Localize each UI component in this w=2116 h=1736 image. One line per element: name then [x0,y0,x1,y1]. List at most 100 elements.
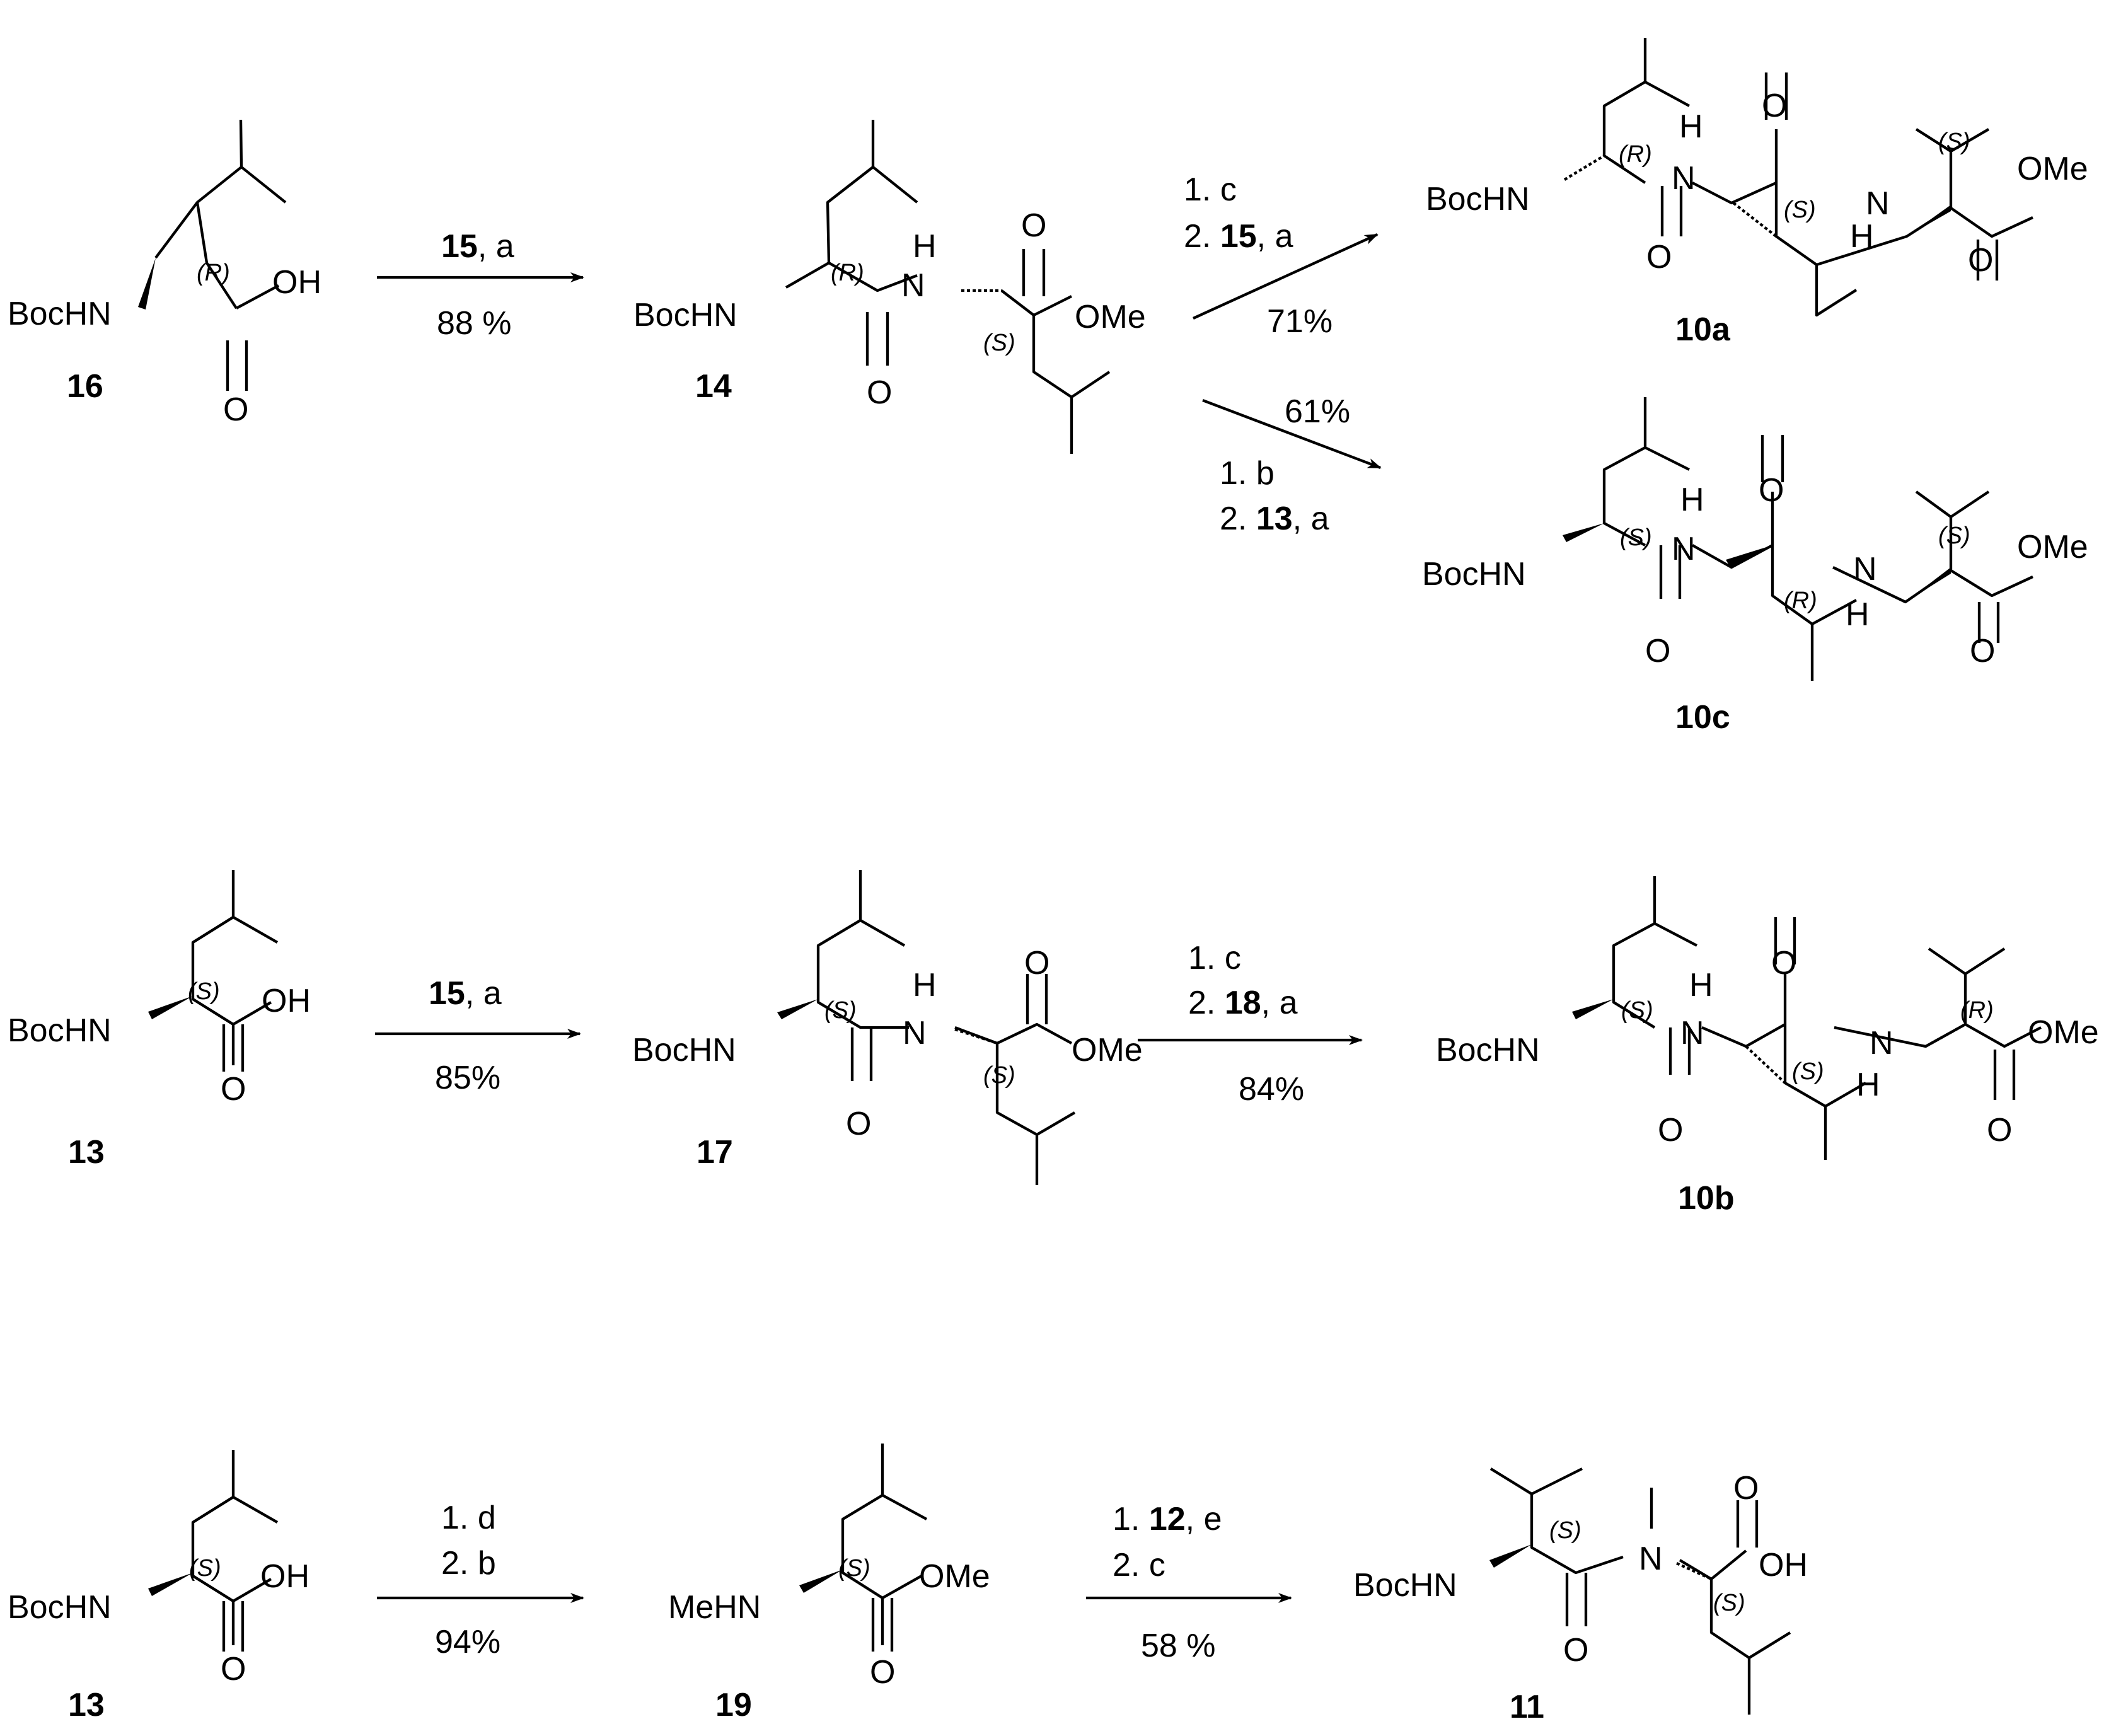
amide-n-label: N [901,267,925,304]
stereo-s1-label: (S) [1621,997,1653,1024]
yield-label: 88 % [437,305,512,342]
ester-o-label: O [1970,633,1995,669]
stereo-s1-label: (S) [1620,524,1652,551]
boc-hn-label: BocHN [633,297,737,333]
boc-hn-label: BocHN [1426,181,1530,217]
compound-11-label: 11 [1510,1689,1544,1725]
boc-hn-label: BocHN [1353,1567,1457,1604]
compound-10b-label: 10b [1678,1180,1735,1217]
structure-13-row2: BocHN OH O (S) 13 [8,870,311,1171]
yield-label: 71% [1267,303,1333,340]
arrow-14-to-10c: 61% 1. b 2. 13, a [1202,393,1382,537]
reagent-label: 15, a [429,975,502,1012]
stereo-r-label: (R) [1784,587,1817,614]
stereo-s1-label: (S) [1549,1517,1581,1544]
stereo-s1-label: (S) [1784,197,1816,223]
boc-hn-label: BocHN [632,1032,736,1068]
ester-o-label: O [1021,207,1046,244]
stereo-s-label: (S) [189,1555,221,1582]
stereo-s-label: (S) [838,1555,870,1582]
compound-14-label: 14 [695,368,732,405]
compound-17-label: 17 [697,1134,733,1171]
amide-h1-label: H [1679,108,1703,145]
structure-16: BocHN OH O (R) 16 [8,119,321,428]
compound-10a-label: 10a [1675,311,1731,348]
carbonyl-o1-label: O [1646,239,1672,275]
stereo-s2-label: (S) [1713,1590,1745,1616]
compound-13-label: 13 [68,1134,105,1171]
step1-label: 1. b [1220,455,1275,492]
arrow-17-to-10b: 1. c 2. 18, a 84% [1138,940,1363,1108]
stereo-r-label: (R) [1960,997,1994,1024]
boc-hn-label: BocHN [1422,556,1526,593]
amide-h2-label: H [1846,596,1870,633]
yield-label: 85% [435,1060,500,1096]
boc-hn-label: BocHN [1436,1032,1540,1068]
step2-label: 2. 18, a [1188,985,1298,1021]
arrow-13-to-17: 15, a 85% [375,975,581,1096]
compound-16-label: 16 [67,368,103,405]
compound-10c-label: 10c [1675,699,1730,736]
structure-19: MeHN OMe O (S) 19 [668,1444,990,1723]
step2-label: 2. 15, a [1184,218,1293,255]
carbonyl-o2-label: O [1762,88,1787,124]
arrow-16-to-14: 15, a 88 % [377,228,584,342]
ester-o-label: O [1987,1112,2012,1149]
boc-hn-label: BocHN [8,1012,112,1049]
arrow-14-to-10a: 1. c 2. 15, a 71% [1184,171,1379,340]
ome-label: OMe [919,1558,990,1595]
carbonyl-o-label: O [221,1651,246,1687]
methyl-n-label: N [1639,1541,1663,1577]
boc-hn-label: BocHN [8,1589,112,1626]
step1-label: 1. c [1188,940,1241,976]
structure-10c: BocHN N H N H OMe O O O (S) (R) (S) 10c [1422,397,2088,736]
stereo-s-label: (S) [188,978,220,1005]
stereo-r-label: (R) [831,260,864,286]
amide-n1-label: N [1672,531,1696,567]
ester-o-label: O [1024,945,1049,981]
amide-h-label: H [913,228,937,265]
oh-label: OH [262,983,311,1019]
step2-label: 2. 13, a [1220,501,1329,537]
amide-n2-label: N [1853,551,1877,587]
stereo-s2-label: (S) [1792,1058,1824,1085]
oh-label: OH [272,264,321,301]
stereo-r-label: (R) [197,260,230,286]
arrow-19-to-11: 1. 12, e 2. c 58 % [1086,1501,1292,1664]
compound-13-label: 13 [68,1687,105,1723]
ome-label: OMe [2017,529,2088,565]
amide-h1-label: H [1680,482,1704,518]
arrow-13-to-19: 1. d 2. b 94% [377,1500,584,1660]
reagent-label: 15, a [441,228,514,265]
structure-14: BocHN N H OMe O O (R) (S) 14 [633,120,1146,454]
step2-label: 2. c [1113,1547,1165,1583]
structure-11: BocHN N OH O O (S) (S) 11 [1353,1467,1808,1725]
yield-label: 58 % [1141,1628,1216,1664]
stereo-s1-label: (S) [824,997,857,1024]
ome-label: OMe [2017,151,2088,187]
step1-label: 1. c [1184,171,1237,208]
boc-hn-label: BocHN [8,296,112,332]
ome-label: OMe [1075,299,1146,335]
acid-o-label: O [1733,1470,1759,1507]
structure-10b: BocHN N H N H OMe O O O (S) (S) (R) 10b [1436,876,2099,1217]
me-hn-label: MeHN [668,1589,761,1626]
compound-19-label: 19 [715,1687,752,1723]
stereo-s2-label: (S) [1938,129,1970,155]
yield-label: 84% [1239,1071,1304,1108]
stereo-s2-label: (S) [983,1062,1015,1089]
stereo-r-label: (R) [1619,141,1652,168]
amide-n1-label: N [1680,1015,1704,1051]
amide-n2-label: N [1870,1025,1893,1062]
step1-label: 1. d [441,1500,496,1536]
carbonyl-o-label: O [846,1106,871,1142]
carbonyl-o1-label: O [1658,1112,1683,1149]
structure-10a: BocHN N H N H OMe O O O (R) (S) (S) 10a [1426,38,2088,348]
carbonyl-o-label: O [1563,1632,1588,1669]
amide-h1-label: H [1689,967,1713,1004]
ome-label: OMe [1072,1032,1143,1068]
amide-n2-label: N [1866,185,1890,222]
carbonyl-o-label: O [221,1071,246,1108]
amide-n-label: N [903,1015,927,1051]
